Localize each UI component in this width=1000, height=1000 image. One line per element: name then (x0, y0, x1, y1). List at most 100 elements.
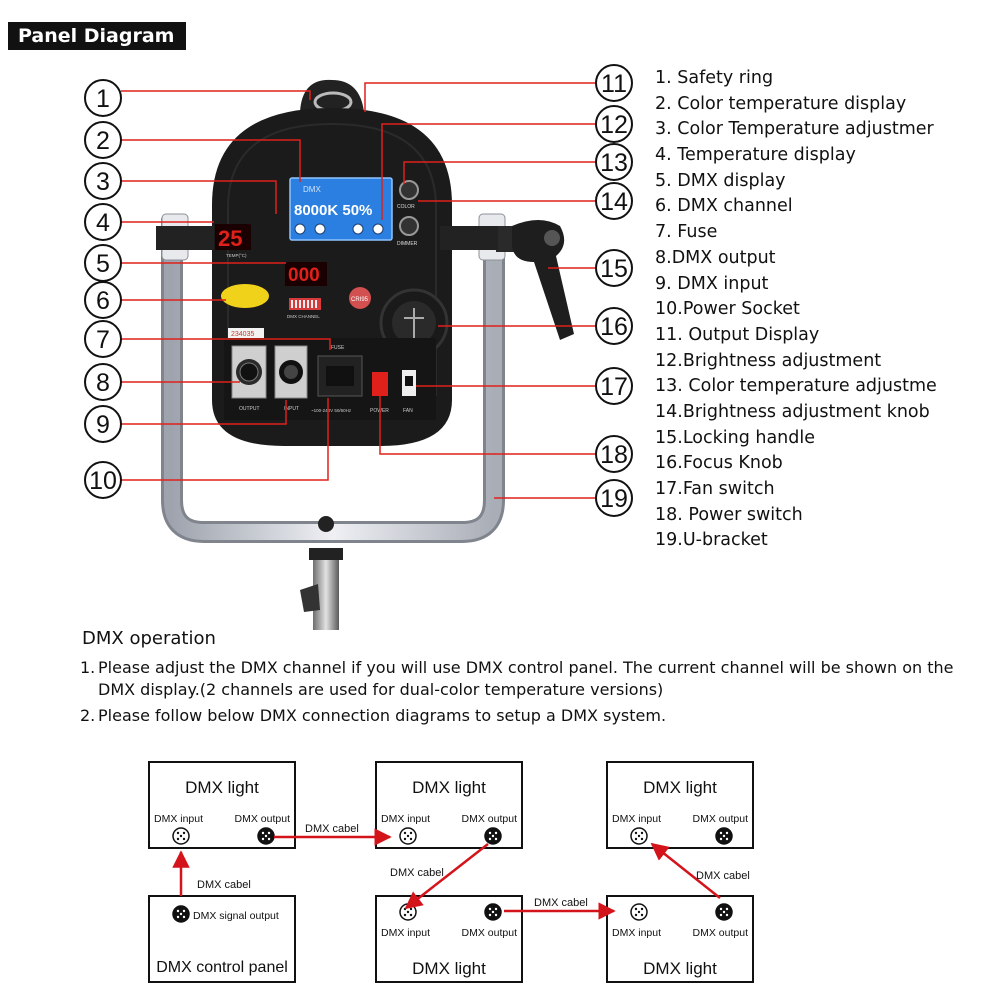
legend-item: 7. Fuse (655, 222, 718, 243)
callout-number: 12 (600, 111, 628, 139)
callout-number: 16 (600, 313, 628, 341)
callout-number: 9 (96, 411, 110, 439)
legend-item: 19.U-bracket (655, 530, 768, 551)
input-label: DMX input (154, 813, 203, 825)
legend-item: 5. DMX display (655, 170, 786, 191)
dmx-step: 2.Please follow below DMX connection dia… (80, 705, 666, 727)
callout-12: 12 (595, 105, 633, 143)
leader-line-2 (121, 139, 301, 182)
legend-item: 1. Safety ring (655, 68, 774, 88)
svg-text:~100-240V 50/60Hz: ~100-240V 50/60Hz (311, 408, 352, 413)
callout-number: 8 (96, 369, 110, 397)
callout-5: 5 (84, 244, 122, 282)
color-knob[interactable]: COLOR (397, 180, 419, 210)
input-label: DMX input (381, 813, 430, 825)
callout-15: 15 (595, 249, 633, 287)
callout-8: 8 (84, 363, 122, 401)
component-legend: 1. Safety ring 2. Color temperature displ… (655, 66, 995, 554)
svg-text:DIMMER: DIMMER (397, 241, 418, 247)
callout-9: 9 (84, 405, 122, 443)
legend-item: 8.DMX output (655, 247, 776, 268)
callout-11: 11 (595, 64, 633, 102)
dmx-channel-switch[interactable]: DMX CHANNEL (287, 298, 321, 319)
callout-number: 1 (96, 85, 110, 113)
svg-text:25: 25 (218, 226, 242, 251)
dmx-input-connector-icon (172, 827, 190, 845)
dmx-output-connector-icon (484, 903, 502, 921)
dmx-signal-output-connector-icon (172, 905, 190, 923)
dmx-output-socket[interactable] (231, 345, 267, 399)
panel-title: DMX control panel (156, 959, 288, 976)
serial-sticker: 234035 (228, 328, 264, 338)
dmx-input-connector-icon (630, 903, 648, 921)
dmx-cable-arrow-5 (650, 842, 721, 899)
step-number: 1. (80, 658, 96, 677)
output-label: DMX output (235, 813, 291, 825)
callout-17: 17 (595, 367, 633, 405)
svg-text:INPUT: INPUT (284, 406, 299, 412)
input-label: DMX input (381, 927, 430, 939)
callout-number: 18 (600, 441, 628, 469)
callout-4: 4 (84, 203, 122, 241)
callout-18: 18 (595, 435, 633, 473)
box-title: DMX light (412, 959, 486, 978)
cable-label: DMX cabel (390, 867, 444, 879)
dmx-output-connector-icon (715, 903, 733, 921)
dimmer-knob[interactable]: DIMMER (397, 216, 419, 247)
locking-handle (496, 220, 574, 340)
svg-text:FAN: FAN (403, 408, 413, 414)
svg-text:000: 000 (288, 265, 320, 286)
cable-label: DMX cabel (197, 879, 251, 891)
output-label: DMX output (462, 927, 518, 939)
svg-text:FUSE: FUSE (331, 345, 345, 351)
callout-number: 10 (89, 467, 117, 495)
legend-item: 14.Brightness adjustment knob (655, 401, 930, 422)
leader-line-12 (381, 123, 596, 220)
legend-item: 13. Color temperature adjustme (655, 376, 937, 397)
svg-text:OUTPUT: OUTPUT (239, 406, 260, 412)
dmx-output-connector-icon (257, 827, 275, 845)
leader-line-13 (403, 161, 596, 184)
dmx-input-connector-icon (399, 827, 417, 845)
callout-2: 2 (84, 121, 122, 159)
dmx-output-connector-icon (715, 827, 733, 845)
callout-number: 15 (600, 255, 628, 283)
panel-output-label: DMX signal output (193, 910, 279, 922)
fan-switch[interactable] (402, 370, 416, 396)
legend-item: 17.Fan switch (655, 479, 775, 499)
legend-item: 9. DMX input (655, 273, 769, 294)
callout-3: 3 (84, 162, 122, 200)
legend-item: 2. Color temperature display (655, 93, 907, 114)
callout-14: 14 (595, 182, 633, 220)
dmx-input-socket[interactable] (274, 345, 308, 399)
legend-item: 4. Temperature display (655, 145, 856, 166)
svg-text:TEMP(°C): TEMP(°C) (226, 253, 247, 258)
callout-19: 19 (595, 479, 633, 517)
lcd-display: DMX 8000K 50% (289, 177, 393, 241)
legend-item: 3. Color Temperature adjustmer (655, 119, 934, 140)
callout-number: 14 (600, 188, 628, 216)
callout-number: 6 (96, 287, 110, 315)
legend-item: 6. DMX channel (655, 196, 793, 217)
legend-item: 16.Focus Knob (655, 453, 783, 474)
callout-number: 17 (600, 373, 628, 401)
cable-label: DMX cabel (305, 823, 359, 835)
callout-number: 11 (601, 70, 627, 98)
box-title: DMX light (643, 959, 717, 978)
cable-label: DMX cabel (534, 897, 588, 909)
box-title: DMX light (643, 778, 717, 797)
dmx-display: 000 (285, 262, 327, 286)
svg-text:DMX CHANNEL: DMX CHANNEL (287, 314, 320, 319)
power-socket[interactable] (317, 355, 363, 397)
legend-item: 18. Power switch (655, 504, 803, 525)
power-switch[interactable] (372, 372, 388, 396)
callout-1: 1 (84, 79, 122, 117)
callout-10: 10 (84, 461, 122, 499)
callout-number: 3 (96, 168, 110, 196)
callout-number: 4 (96, 209, 110, 237)
input-label: DMX input (612, 813, 661, 825)
leader-line-11 (364, 82, 596, 112)
